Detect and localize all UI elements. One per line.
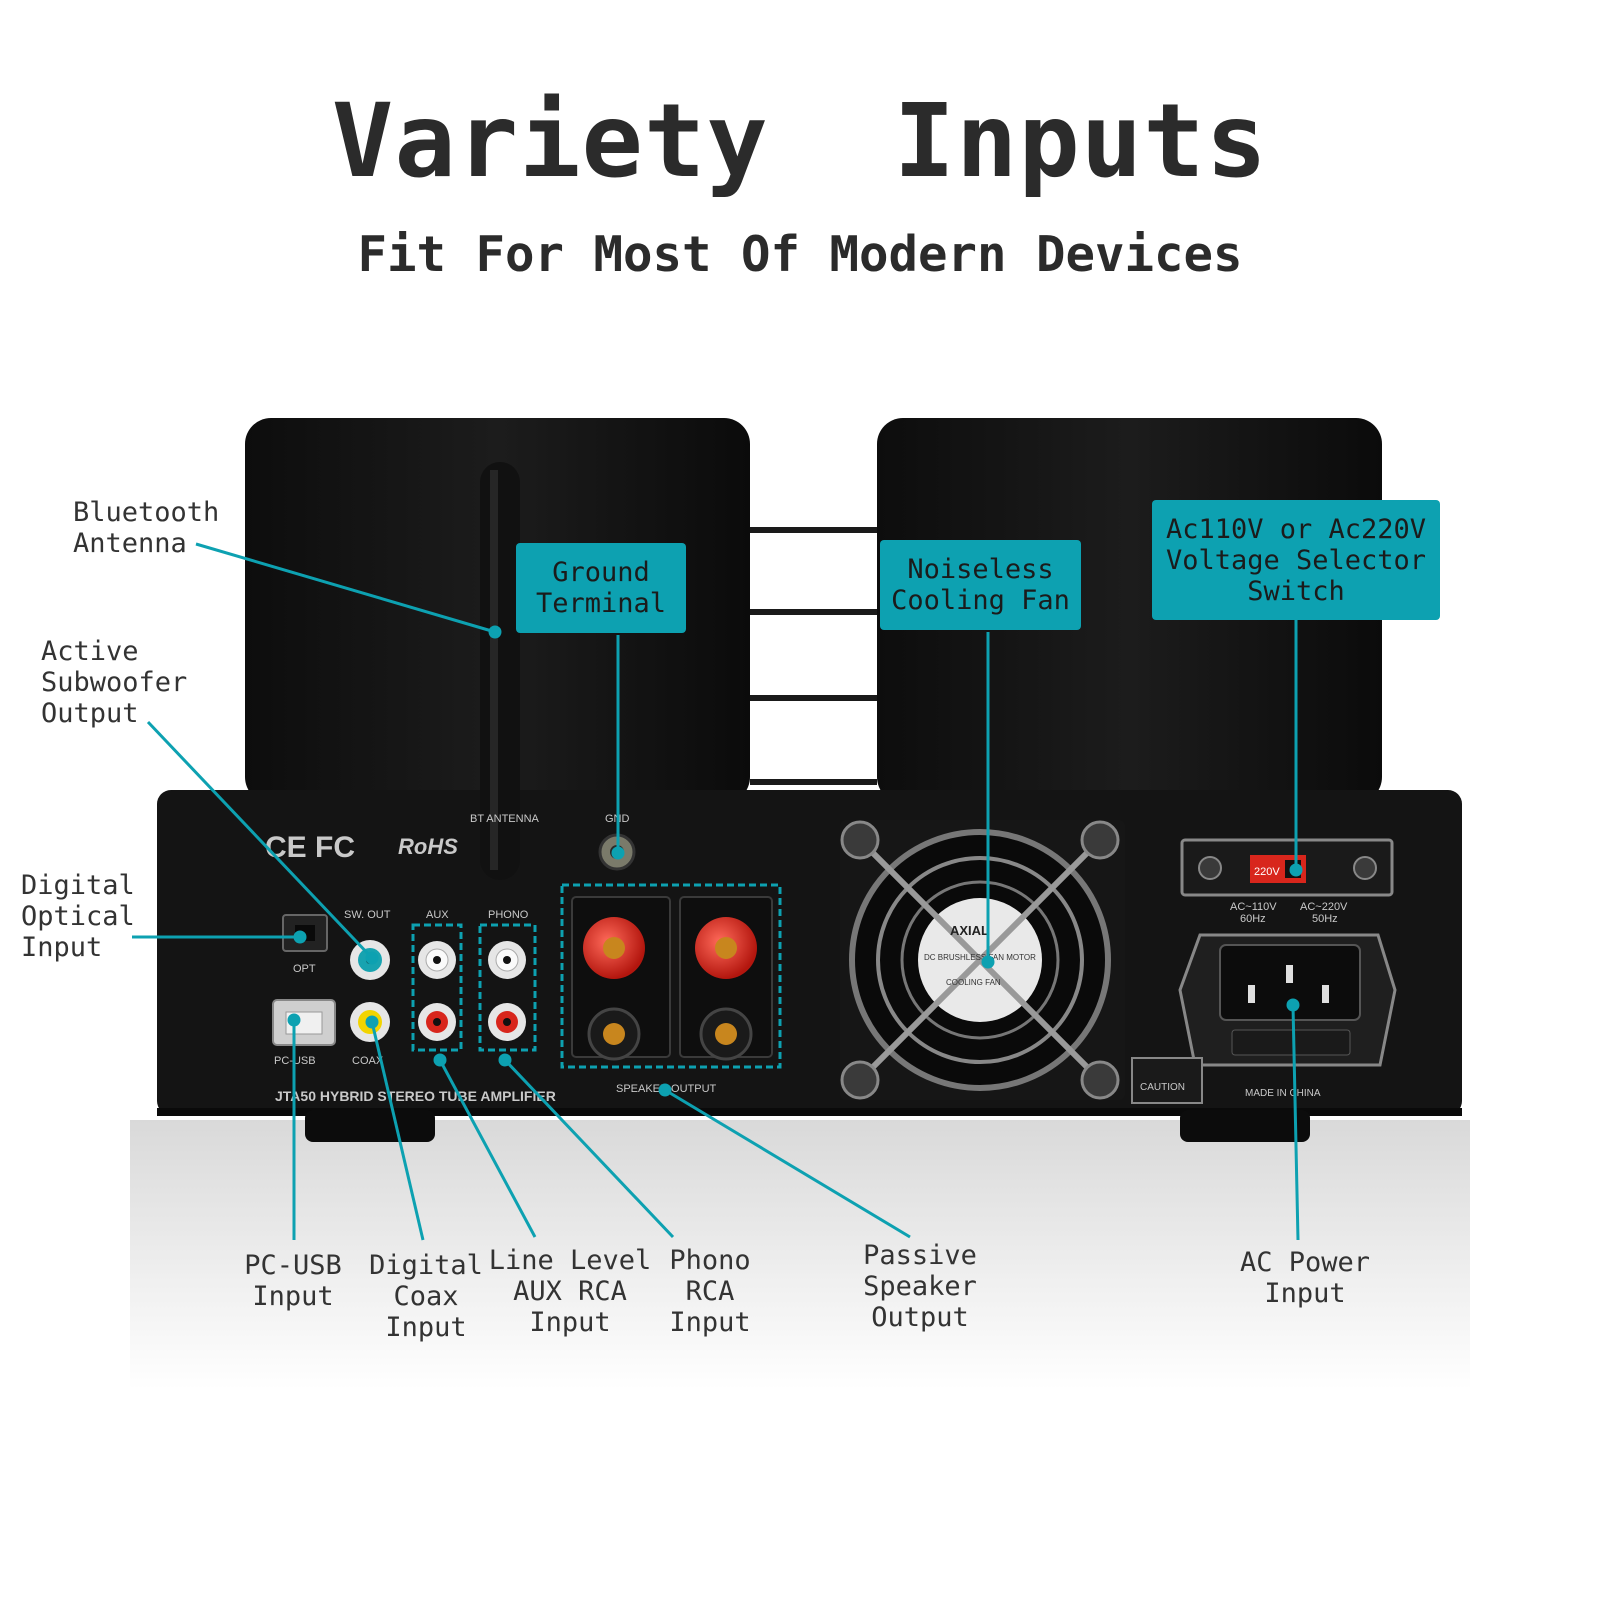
fan-text-2: COOLING FAN <box>946 978 1001 987</box>
aux-group-outline <box>411 923 463 1052</box>
floor-reflection <box>130 1120 1470 1390</box>
sw-out-label: SW. OUT <box>344 909 391 921</box>
certification-marks: CE FC <box>265 831 355 864</box>
callout-digital-optical-input: Digital Optical Input <box>21 870 135 963</box>
phono-label: PHONO <box>488 909 529 921</box>
model-line: JTA50 HYBRID STEREO TUBE AMPLIFIER <box>275 1088 556 1104</box>
chassis <box>157 790 1462 1115</box>
voltage-110-label: AC~110V <box>1230 901 1277 913</box>
caution-text: CAUTION <box>1140 1082 1185 1093</box>
callout-speaker-output: Passive Speaker Output <box>863 1240 977 1333</box>
voltage-220-label: AC~220V <box>1300 901 1348 913</box>
opt-label: OPT <box>293 963 316 975</box>
callout-phono-rca-input: Phono RCA Input <box>669 1245 751 1338</box>
callout-ground-terminal: Ground Terminal <box>516 543 686 633</box>
callout-bluetooth-antenna: Bluetooth Antenna <box>73 497 220 559</box>
aux-label: AUX <box>426 909 449 921</box>
caution-label <box>1131 1057 1203 1104</box>
callout-digital-coax-input: Digital Coax Input <box>369 1250 483 1343</box>
made-in-label: MADE IN CHINA <box>1245 1088 1321 1099</box>
right-foot <box>1180 1110 1310 1142</box>
callout-ac-power-input: AC Power Input <box>1239 1247 1371 1309</box>
callout-pc-usb-input: PC-USB Input <box>244 1250 342 1312</box>
speaker-group-outline <box>560 883 782 1069</box>
callout-active-subwoofer-output: Active Subwoofer Output <box>41 636 188 729</box>
fan-text-1: DC BRUSHLESS FAN MOTOR <box>924 953 1036 962</box>
left-foot <box>305 1110 435 1142</box>
callout-aux-rca-input: Line Level AUX RCA Input <box>488 1245 652 1338</box>
page-title: Variety Inputs <box>331 82 1269 201</box>
tube-cage <box>750 527 877 785</box>
rohs-mark: RoHS <box>398 834 458 859</box>
bt-antenna-label: BT ANTENNA <box>470 813 540 825</box>
page-subtitle: Fit For Most Of Modern Devices <box>357 226 1243 283</box>
phono-group-outline <box>478 923 537 1052</box>
callout-cooling-fan: Noiseless Cooling Fan <box>880 540 1081 630</box>
ac-power-inlet[interactable] <box>1178 933 1397 1067</box>
hz-50-label: 50Hz <box>1312 913 1338 925</box>
hz-60-label: 60Hz <box>1240 913 1266 925</box>
coax-label: COAX <box>352 1055 384 1067</box>
voltage-220-text: 220V <box>1254 866 1280 878</box>
fan-brand: AXIAL <box>950 923 989 938</box>
callout-voltage-selector: Ac110V or Ac220V Voltage Selector Switch <box>1152 500 1440 620</box>
callout-lines <box>132 542 1303 1241</box>
